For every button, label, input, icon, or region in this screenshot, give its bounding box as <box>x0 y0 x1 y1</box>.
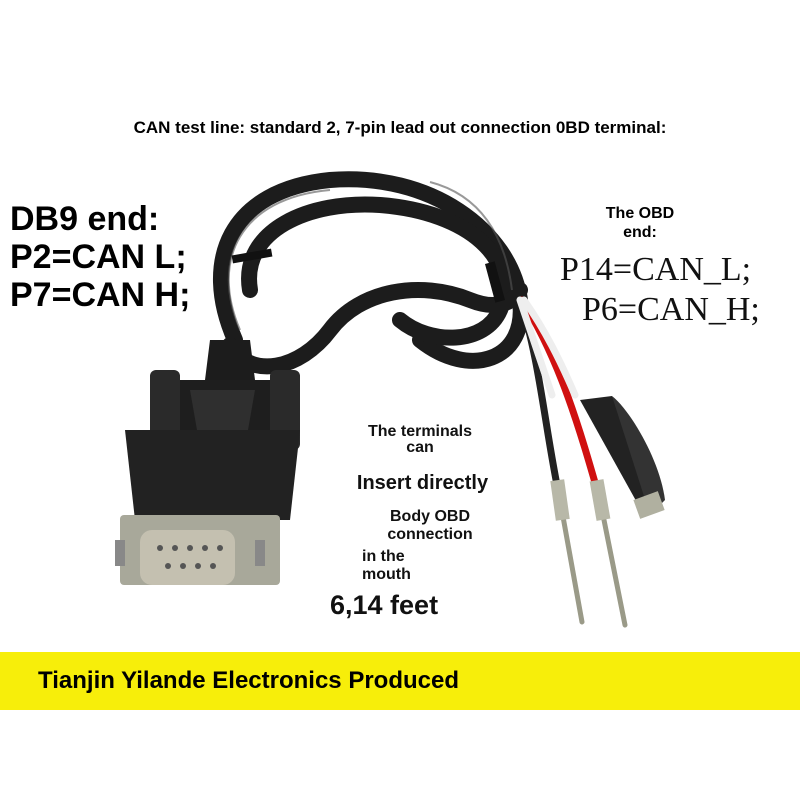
db9-pin-can-high: P7=CAN H; <box>10 276 191 314</box>
db9-connector <box>115 340 300 585</box>
obd-title: The OBD end: <box>590 204 690 242</box>
obd-title-line2: end: <box>623 224 657 241</box>
alligator-clip <box>580 396 665 519</box>
obd-pin-can-high: P6=CAN_H; <box>582 291 760 328</box>
obd-pinout: P14=CAN_L; P6=CAN_H; <box>560 250 760 330</box>
note-mouth: in the mouth <box>362 548 442 584</box>
db9-pin-can-low: P2=CAN L; <box>10 238 187 276</box>
manufacturer-text: Tianjin Yilande Electronics Produced <box>38 667 460 694</box>
page-heading: CAN test line: standard 2, 7-pin lead ou… <box>133 118 667 137</box>
terminal-pins <box>557 497 628 628</box>
cable-coil <box>213 171 529 375</box>
note-line1: The terminals <box>367 423 473 440</box>
note-insert-directly: Insert directly <box>356 472 489 494</box>
note-line4: Body OBD <box>390 508 470 525</box>
wire-bundle <box>516 296 604 504</box>
note-line5: connection <box>387 526 473 543</box>
note-line2: can <box>406 439 434 456</box>
note-line7: mouth <box>362 566 411 583</box>
note-feet: 6,14 feet <box>330 590 439 620</box>
obd-pin-can-low: P14=CAN_L; <box>560 251 752 288</box>
cable-tie <box>231 248 273 264</box>
obd-title-line1: The OBD <box>605 205 675 222</box>
note-body-obd: Body OBD connection <box>375 508 485 544</box>
db9-pinout: DB9 end: P2=CAN L; P7=CAN H; <box>10 200 190 314</box>
note-line6: in the <box>362 548 405 565</box>
note-terminals: The terminals can <box>350 424 490 456</box>
db9-title: DB9 end: <box>10 200 160 238</box>
manufacturer-banner: Tianjin Yilande Electronics Produced <box>0 652 800 710</box>
